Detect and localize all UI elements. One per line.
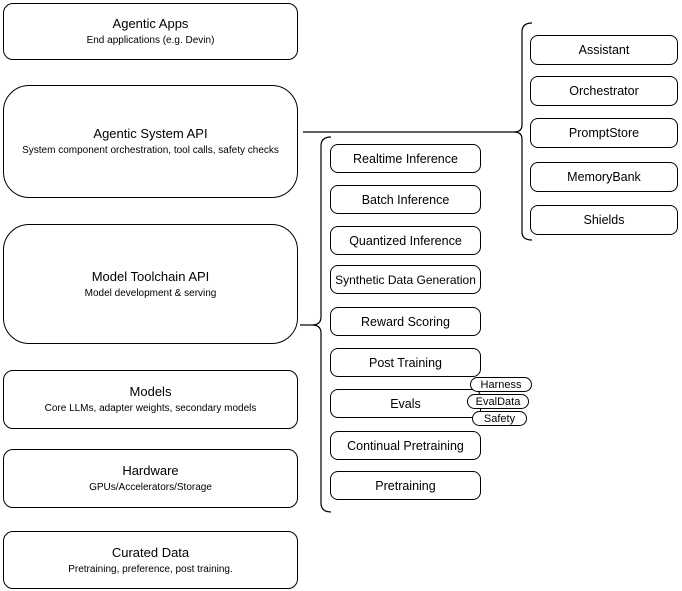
box-curated-data: Curated Data Pretraining, preference, po…	[3, 531, 298, 589]
box-post-training: Post Training	[330, 348, 481, 377]
tag-label: Harness	[480, 378, 522, 391]
box-label: Realtime Inference	[353, 151, 458, 166]
box-subtitle: Core LLMs, adapter weights, secondary mo…	[44, 403, 257, 414]
tag-label: EvalData	[475, 395, 521, 408]
box-realtime-inference: Realtime Inference	[330, 144, 481, 173]
box-label: MemoryBank	[567, 170, 641, 184]
box-batch-inference: Batch Inference	[330, 185, 481, 214]
box-models: Models Core LLMs, adapter weights, secon…	[3, 370, 298, 429]
box-shields: Shields	[530, 205, 678, 235]
box-label: Orchestrator	[569, 84, 639, 98]
box-model-toolchain-api: Model Toolchain API Model development & …	[3, 224, 298, 344]
box-title: Hardware	[122, 463, 179, 478]
box-title: Curated Data	[111, 544, 190, 560]
box-pretraining: Pretraining	[330, 471, 481, 500]
box-orchestrator: Orchestrator	[530, 76, 678, 106]
box-agentic-system-api: Agentic System API System component orch…	[3, 85, 298, 198]
box-label: PromptStore	[568, 126, 640, 140]
box-title: Agentic System API	[93, 126, 208, 141]
box-synthetic-data-generation: Synthetic Data Generation	[330, 265, 481, 294]
box-quantized-inference: Quantized Inference	[330, 226, 481, 255]
box-reward-scoring: Reward Scoring	[330, 307, 481, 336]
box-memorybank: MemoryBank	[530, 162, 678, 192]
box-subtitle: System component orchestration, tool cal…	[22, 145, 279, 156]
box-title: Models	[129, 384, 172, 399]
box-evals: Evals	[330, 389, 481, 418]
box-label: Batch Inference	[361, 192, 450, 207]
box-label: Quantized Inference	[349, 233, 462, 248]
box-continual-pretraining: Continual Pretraining	[330, 431, 481, 460]
box-hardware: Hardware GPUs/Accelerators/Storage	[3, 449, 298, 508]
box-agentic-apps: Agentic Apps End applications (e.g. Devi…	[3, 3, 298, 60]
box-subtitle: Model development & serving	[84, 287, 217, 299]
box-label: Assistant	[578, 43, 630, 57]
box-title: Model Toolchain API	[91, 268, 210, 284]
box-subtitle: Pretraining, preference, post training.	[68, 563, 233, 575]
box-label: Continual Pretraining	[347, 438, 464, 453]
tag-safety: Safety	[472, 411, 527, 426]
tag-label: Safety	[483, 412, 516, 425]
box-subtitle: GPUs/Accelerators/Storage	[89, 482, 212, 493]
box-label: Reward Scoring	[361, 314, 450, 329]
tag-evaldata: EvalData	[467, 394, 529, 409]
tag-harness: Harness	[470, 377, 532, 392]
box-label: Post Training	[369, 355, 442, 370]
brace-toolchain-group	[311, 136, 332, 513]
box-promptstore: PromptStore	[530, 118, 678, 148]
box-assistant: Assistant	[530, 35, 678, 65]
box-label: Pretraining	[375, 478, 436, 493]
box-title: Agentic Apps	[112, 16, 189, 31]
box-label: Shields	[583, 213, 625, 227]
box-subtitle: End applications (e.g. Devin)	[86, 35, 215, 46]
box-label: Evals	[390, 396, 421, 411]
box-label: Synthetic Data Generation	[335, 272, 476, 287]
